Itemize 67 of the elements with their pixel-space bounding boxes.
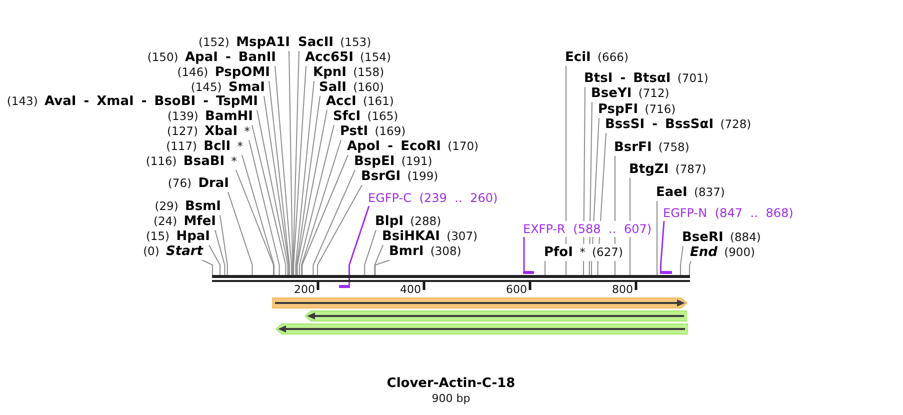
primer-site-mark [339, 285, 350, 288]
enzyme-site-label: BsiHKAI (307) [382, 228, 478, 245]
feature-band [276, 323, 688, 335]
leader-line [264, 96, 290, 276]
enzyme-site-label: ApoI - EcoRI (170) [347, 138, 479, 155]
leader-line [301, 140, 342, 276]
leader-line [292, 50, 300, 276]
sequence-end-label: End (900) [690, 244, 756, 261]
leader-line [242, 154, 274, 276]
leader-line [228, 192, 253, 276]
feature-band [305, 310, 687, 322]
ruler-label: 200 [294, 283, 315, 296]
leader-line [656, 200, 658, 276]
enzyme-site-label: BsrGI (199) [361, 168, 438, 185]
leader-line [293, 66, 306, 276]
enzyme-site-label: BmrI (308) [389, 243, 462, 260]
leader-line [288, 50, 294, 276]
sequence-length-label: 900 bp [432, 392, 470, 405]
enzyme-site-label: (116) BsaBI* [146, 153, 237, 170]
leader-line [202, 260, 213, 276]
leader-line [220, 214, 228, 276]
leader-line [248, 140, 280, 276]
leader-line [295, 80, 314, 276]
leader-line [689, 260, 692, 276]
leader-line [299, 124, 334, 276]
enzyme-site-label: (152) MspA1I [198, 34, 290, 51]
feature-band [272, 297, 687, 309]
ruler-label: 600 [506, 283, 527, 296]
enzyme-site-label: (143) AvaI - XmaI - BsoBI - TspMI [6, 93, 258, 110]
sequence-backbone [212, 275, 690, 282]
leader-line [268, 80, 290, 276]
leader-line [374, 244, 384, 276]
leader-line [680, 246, 684, 276]
enzyme-site-label: BseRI (884) [682, 229, 761, 246]
leader-line [364, 230, 376, 276]
enzyme-site-label: BtgZI (787) [629, 161, 706, 178]
leader-line [544, 260, 546, 276]
primer-site-mark [660, 271, 672, 274]
enzyme-site-label: BlpI (288) [375, 213, 442, 230]
leader-line [274, 66, 292, 276]
enzyme-site-label: SfcI (165) [333, 108, 398, 125]
enzyme-site-label: PfoI* (627) [544, 244, 623, 261]
leader-line [374, 260, 390, 276]
leader-line [256, 110, 288, 276]
leader-line [302, 154, 348, 276]
map-title: Clover-Actin-C-18 [386, 375, 516, 392]
primer-label: EXFP-R (588 .. 607) [523, 221, 652, 237]
leader-line [660, 220, 665, 271]
leader-line [312, 170, 356, 276]
leader-line [296, 110, 328, 276]
enzyme-site-label: (146) PspOMI [177, 64, 270, 81]
enzyme-site-label: (76) DraI [168, 175, 229, 192]
primer-label: EGFP-C (239 .. 260) [368, 190, 498, 206]
leader-line [214, 230, 226, 276]
leader-line [296, 96, 320, 276]
leader-line [208, 244, 220, 276]
leader-line [523, 237, 525, 271]
ruler-label: 400 [400, 283, 421, 296]
enzyme-site-label: (150) ApaI - BanII [147, 49, 276, 66]
leader-line [236, 170, 274, 276]
ruler-label: 800 [612, 283, 633, 296]
leader-line [252, 124, 286, 276]
leader-line [348, 206, 370, 285]
primer-label: EGFP-N (847 .. 868) [663, 205, 794, 221]
leader-line [317, 184, 362, 276]
sequence-end-label: (0) Start [143, 243, 203, 260]
primer-site-mark [523, 271, 534, 274]
